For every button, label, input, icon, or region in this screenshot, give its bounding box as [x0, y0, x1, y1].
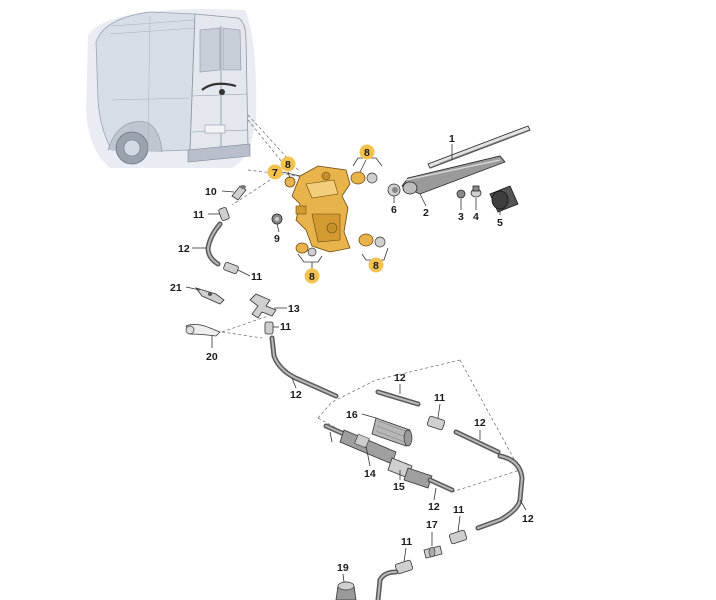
- callout-12-c: 12: [394, 372, 406, 384]
- callout-11-d: 11: [434, 392, 445, 404]
- callout-6: 6: [391, 204, 397, 216]
- svg-text:8: 8: [285, 159, 291, 171]
- callout-11-f: 11: [401, 536, 412, 548]
- assembly-frame: [221, 315, 521, 493]
- callout-9: 9: [274, 233, 280, 245]
- callout-8-a: 8: [280, 156, 296, 172]
- wiper-arm: [401, 155, 506, 195]
- callout-19: 19: [337, 562, 349, 574]
- leader-lines: [185, 144, 527, 583]
- callout-8-c: 8: [304, 268, 320, 284]
- callout-10: 10: [205, 186, 217, 198]
- svg-text:7: 7: [272, 167, 278, 179]
- callout-12-f: 12: [522, 513, 534, 525]
- callout-16: 16: [346, 409, 358, 421]
- callout-14: 14: [364, 468, 376, 480]
- washer-3: [456, 189, 466, 199]
- callout-11-c: 11: [280, 321, 291, 333]
- callout-3: 3: [458, 211, 464, 223]
- callout-4: 4: [473, 211, 479, 223]
- mount-top-left: [284, 176, 296, 188]
- callout-17: 17: [426, 519, 438, 531]
- callout-8-b: 8: [359, 144, 375, 160]
- callout-13: 13: [288, 303, 300, 315]
- nut-4: [470, 185, 482, 198]
- wiper-blade: [427, 125, 531, 169]
- callout-11-b: 11: [251, 271, 262, 283]
- van-illustration: [86, 9, 257, 169]
- svg-text:8: 8: [309, 271, 315, 283]
- callout-21: 21: [170, 282, 182, 294]
- callout-8-d: 8: [368, 257, 384, 273]
- callout-12-b: 12: [290, 389, 302, 401]
- callout-1: 1: [449, 133, 455, 145]
- callout-7: 7: [267, 164, 283, 180]
- callout-20: 20: [206, 351, 218, 363]
- mount-right: [358, 233, 386, 248]
- callouts: 1 2 3 4 5 6 7 8 8 8 8 9 10 11 11 11 11: [170, 133, 534, 574]
- rubber-mounts: [284, 171, 386, 257]
- cap-6: [387, 183, 401, 197]
- callout-11-e: 11: [453, 504, 464, 516]
- callout-12-e: 12: [428, 501, 440, 513]
- mount-top: [350, 171, 378, 185]
- callout-5: 5: [497, 217, 503, 229]
- callout-12-a: 12: [178, 243, 190, 255]
- callout-15: 15: [393, 481, 405, 493]
- svg-text:8: 8: [373, 260, 379, 272]
- cap-5: [489, 185, 519, 213]
- mount-bottom-left: [295, 242, 317, 257]
- callout-11-a: 11: [193, 209, 204, 221]
- svg-text:8: 8: [364, 147, 370, 159]
- wiper-motor: [291, 165, 351, 253]
- lower-hoses: [323, 389, 525, 600]
- callout-2: 2: [423, 207, 429, 219]
- callout-12-d: 12: [474, 417, 486, 429]
- nut-9: [271, 213, 283, 225]
- hoses: [185, 185, 339, 399]
